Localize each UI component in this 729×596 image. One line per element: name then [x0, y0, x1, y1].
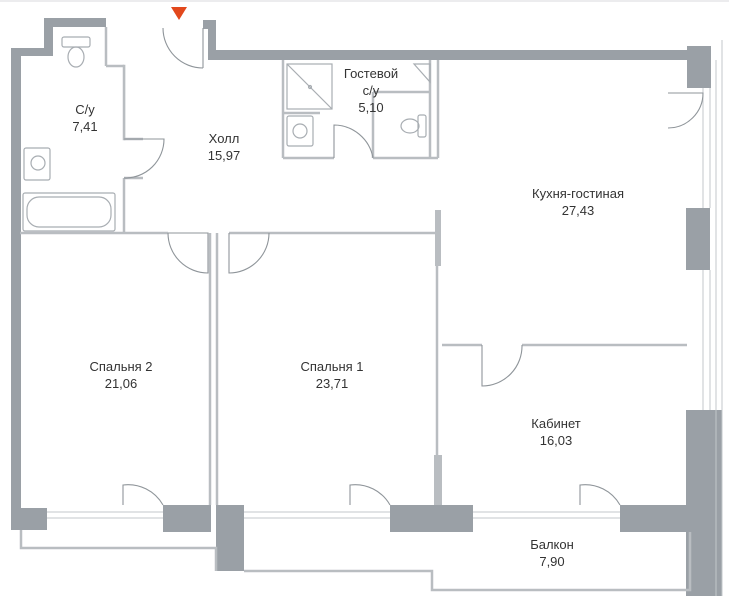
room-name: Спальня 2 [89, 359, 153, 374]
room-label-guest-wc: Гостевой с/у 5,10 [344, 65, 398, 116]
room-label-kitchen-living: Кухня-гостиная 27,43 [532, 185, 624, 219]
room-name: Холл [208, 131, 240, 146]
room-name: Балкон [530, 537, 574, 552]
room-area: 7,90 [539, 554, 565, 569]
room-name: Кухня-гостиная [532, 186, 624, 201]
room-area: 7,41 [72, 119, 98, 134]
room-area: 5,10 [358, 100, 384, 115]
room-area: 27,43 [561, 203, 595, 218]
room-area: 16,03 [539, 433, 573, 448]
interior-walls [20, 27, 687, 505]
room-name: Кабинет [531, 416, 581, 431]
fixtures [22, 36, 431, 232]
room-label-study: Кабинет 16,03 [531, 415, 580, 449]
room-name: С/у [75, 102, 95, 117]
doors [122, 27, 704, 506]
room-name-line1: Гостевой [343, 66, 399, 81]
balcony-outline [19, 530, 692, 592]
room-label-bathroom: С/у 7,41 [72, 101, 97, 135]
room-name: Спальня 1 [300, 359, 364, 374]
right-windows [702, 40, 723, 596]
room-name-line2: с/у [362, 83, 380, 98]
room-area: 23,71 [315, 376, 349, 391]
bottom-windows [47, 511, 620, 519]
room-label-balcony: Балкон 7,90 [530, 536, 574, 570]
room-area: 15,97 [207, 148, 241, 163]
entrance-marker-icon [171, 7, 187, 20]
room-area: 21,06 [104, 376, 138, 391]
room-label-hall: Холл 15,97 [208, 130, 241, 164]
room-label-bedroom-1: Спальня 1 23,71 [300, 358, 363, 392]
room-label-bedroom-2: Спальня 2 21,06 [89, 358, 152, 392]
